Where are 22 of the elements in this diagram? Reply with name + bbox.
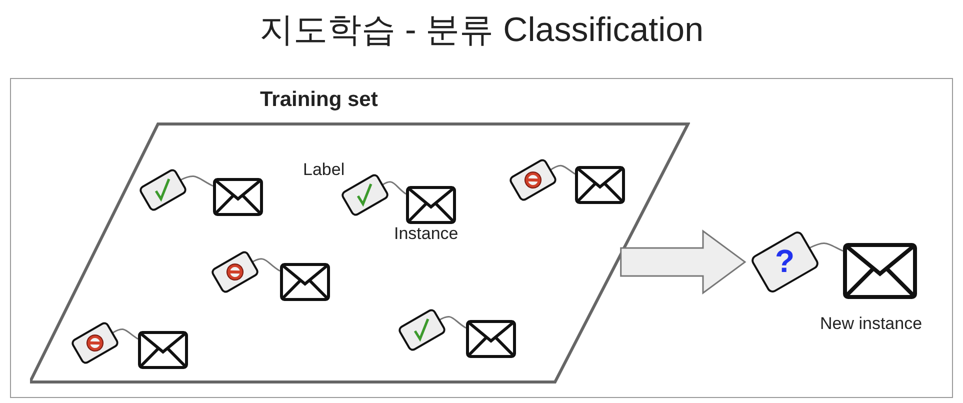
envelope-icon [213,178,263,216]
question-mark: ? [775,244,795,278]
string-line [382,181,406,195]
parallelogram-area [30,88,690,384]
string-line [438,316,466,329]
title: 지도학습 - 분류 Classification [258,10,704,51]
envelope-icon [280,263,330,301]
envelope-icon [575,166,625,204]
string-line [252,258,280,272]
envelope-icon [406,186,456,224]
caption-text: New instance [820,314,922,334]
caption-text: Instance [394,224,458,244]
string-line [180,176,214,187]
string-line [112,328,138,340]
envelope-icon [466,320,516,358]
caption-text: Label [303,160,345,180]
group-heading: Training set [260,88,378,112]
block-arrow [620,230,746,294]
envelope-icon [138,331,188,369]
envelope-icon [843,243,917,299]
string-line [550,164,576,175]
string-line [808,242,844,252]
